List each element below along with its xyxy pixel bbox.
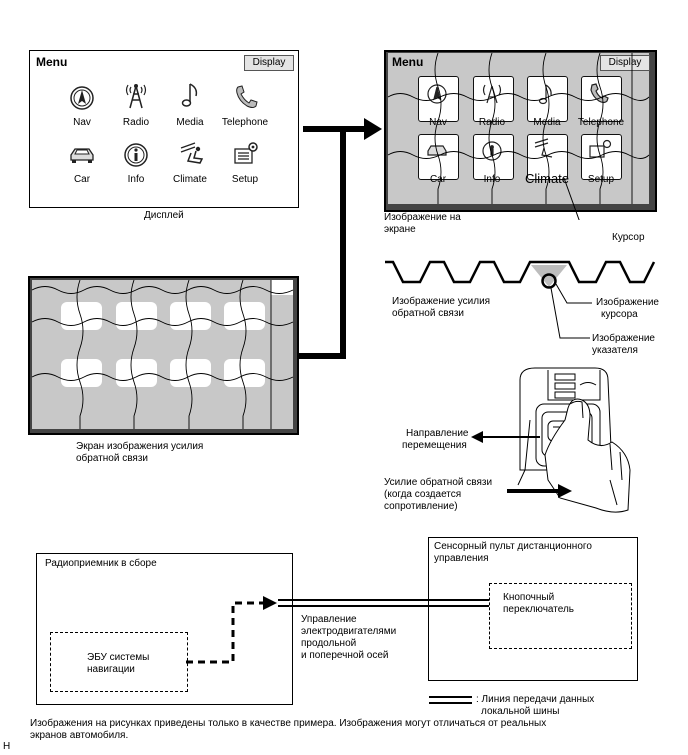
media-label: Media [176,117,204,128]
legend-line1: : Линия передачи данных [476,694,595,705]
touch-remote-label-line2: управления [434,553,489,564]
direction-label-line2: перемещения [402,440,467,451]
force-tile [61,359,102,387]
block-diagram-connections [186,596,489,704]
force-screen-corner [271,280,293,295]
pointer-image-label-line2: указателя [592,345,638,356]
music-note-icon[interactable] [176,80,206,110]
cursor-screen-grid-overlay [387,52,650,220]
nav-ecu-label-line1: ЭБУ системы [87,652,150,663]
screen-image-caption-line1: Изображение на [384,212,461,223]
screen-image-caption-line2: экране [384,224,416,235]
cursor-screen-title: Menu [392,55,424,69]
force-tile [116,359,157,387]
nav-label: Nav [73,117,91,128]
force-screen-caption-line1: Экран изображения усилия [76,441,204,452]
radio-assembly-box [36,553,293,705]
motor-control-label-line3: продольной [301,638,357,649]
footnote-line2: экранов автомобиля. [30,730,129,741]
cursor-tile-nav[interactable] [418,76,459,122]
cursor-label-media: Media [533,117,561,128]
force-screen-grid-overlay [31,279,294,429]
button-switch-label-line1: Кнопочный [503,592,555,603]
force-label-line3: сопротивление) [384,501,458,512]
touch-remote-label-line1: Сенсорный пульт дистанционного [434,541,592,552]
motor-control-label-line4: и поперечной осей [301,650,389,661]
setup-label: Setup [231,174,259,185]
radio-tower-icon[interactable] [121,80,151,110]
radio-assembly-label: Радиоприемник в сборе [45,558,157,569]
cursor-label-setup: Setup [587,174,615,185]
car-icon[interactable] [67,140,97,170]
radio-label: Radio [122,117,150,128]
legend-line2: локальной шины [481,706,560,717]
cursor-label-nav: Nav [429,117,447,128]
phone-icon[interactable] [231,82,261,112]
button-switch-box [489,583,632,649]
footnote-line1: Изображения на рисунках приведены только… [30,718,547,729]
display-button[interactable]: Display [244,55,294,71]
feedback-image-label-line1: Изображение усилия [392,296,491,307]
info-label: Info [127,174,145,185]
remote-controller-hand-illustration [471,367,631,513]
pointer-image-label-line1: Изображение [592,333,655,344]
cursor-image-label-line2: курсора [601,309,638,320]
climate-label: Climate [173,174,207,185]
cursor-image-label-line1: Изображение [596,297,659,308]
cursor-screen-display-button[interactable]: Display [600,55,650,71]
motor-control-label-line2: электродвигателями [301,626,397,637]
climate-seat-icon[interactable] [176,139,206,169]
force-tile [224,359,265,387]
telephone-label: Telephone [221,117,269,128]
force-label-line1: Усилие обратной связи [384,477,493,488]
feedback-image-label-line2: обратной связи [392,308,465,319]
nav-ecu-label-line2: навигации [87,664,135,675]
menu-display-panel [29,50,299,208]
feedback-force-profile [385,260,656,339]
display-caption: Дисплей [144,210,184,221]
touch-remote-box [428,537,638,681]
direction-label-line1: Направление [406,428,469,439]
cursor-label-climate: Climate [524,171,570,186]
cursor-tile-climate[interactable] [527,134,568,180]
cursor-label-info: Info [483,174,501,185]
corner-mark: H [3,741,11,752]
cursor-label-radio: Radio [478,117,506,128]
motor-control-label-line1: Управление [301,614,357,625]
cursor-label: Курсор [612,232,645,243]
menu-title: Menu [36,55,68,69]
force-tile [170,359,211,387]
connector-arrows [297,118,382,359]
info-icon[interactable] [121,140,151,170]
cursor-label-telephone: Telephone [577,117,625,128]
force-screen-caption-line2: обратной связи [76,453,149,464]
setup-icon[interactable] [231,139,261,169]
force-label-line2: (когда создается [384,489,462,500]
cursor-label-car: Car [429,174,447,185]
compass-icon[interactable] [67,83,97,113]
button-switch-label-line2: переключатель [503,604,574,615]
car-label: Car [73,174,91,185]
